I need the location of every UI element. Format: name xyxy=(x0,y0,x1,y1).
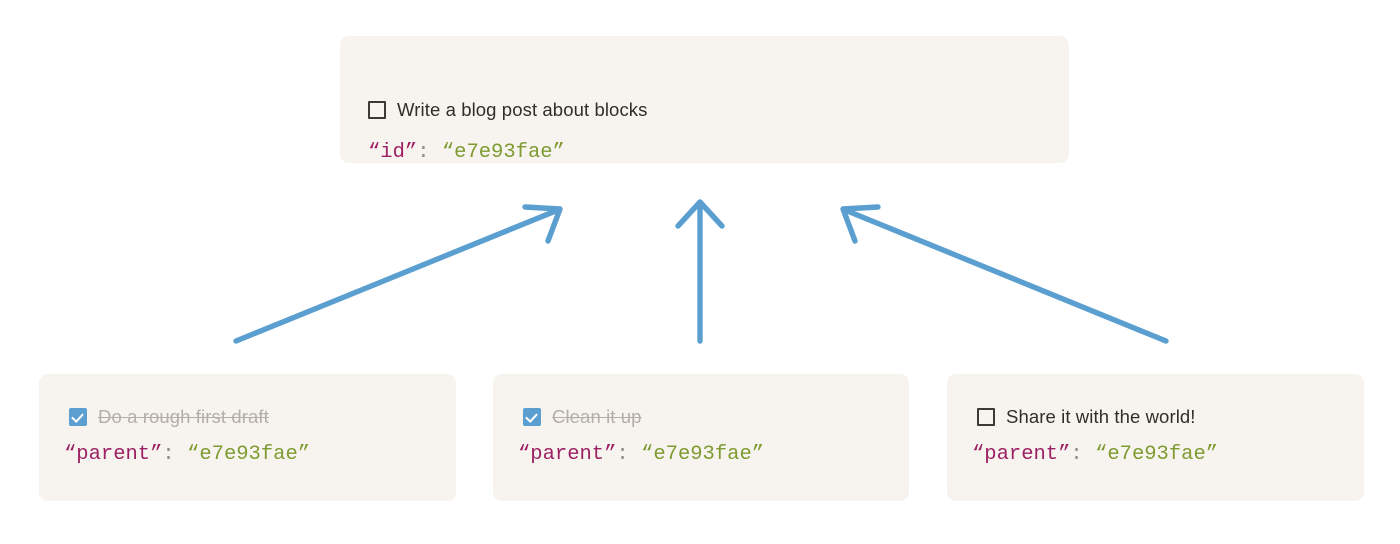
checkbox-unchecked-icon[interactable] xyxy=(977,408,995,426)
child-1-json-pair: “parent”: “e7e93fae” xyxy=(64,443,310,466)
child-2-json-value: “e7e93fae” xyxy=(641,443,765,466)
child-3-task-label: Share it with the world! xyxy=(1006,406,1196,427)
child-2-task-row[interactable]: Clean it up xyxy=(523,406,642,428)
parent-json-pair: “id”: “e7e93fae” xyxy=(368,141,565,164)
child-block-card-3[interactable]: Share it with the world! “parent”: “e7e9… xyxy=(947,374,1364,501)
child-block-card-2[interactable]: Clean it up “parent”: “e7e93fae” xyxy=(493,374,909,501)
child-1-json-key: “parent” xyxy=(64,443,163,466)
child-3-json-value: “e7e93fae” xyxy=(1095,443,1219,466)
child-2-json-key: “parent” xyxy=(518,443,617,466)
arrow-child-2-to-parent xyxy=(675,199,725,344)
parent-json-value: “e7e93fae” xyxy=(441,141,565,164)
child-block-card-1[interactable]: Do a rough first draft “parent”: “e7e93f… xyxy=(39,374,456,501)
arrow-shaft xyxy=(233,207,561,344)
checkbox-checked-icon[interactable] xyxy=(523,408,541,426)
arrow-shaft xyxy=(842,207,1169,344)
arrow-child-3-to-parent xyxy=(840,204,1169,344)
child-3-task-row[interactable]: Share it with the world! xyxy=(977,406,1196,428)
parent-json-colon: : xyxy=(417,141,430,164)
parent-task-row[interactable]: Write a blog post about blocks xyxy=(368,99,648,121)
parent-json-key: “id” xyxy=(368,141,418,164)
child-3-json-key: “parent” xyxy=(972,443,1071,466)
child-2-task-label: Clean it up xyxy=(552,406,642,427)
child-1-task-row[interactable]: Do a rough first draft xyxy=(69,406,269,428)
child-1-task-label: Do a rough first draft xyxy=(98,406,269,427)
checkbox-unchecked-icon[interactable] xyxy=(368,101,386,119)
checkbox-checked-icon[interactable] xyxy=(69,408,87,426)
child-3-json-pair: “parent”: “e7e93fae” xyxy=(972,443,1218,466)
child-2-json-pair: “parent”: “e7e93fae” xyxy=(518,443,764,466)
parent-block-card[interactable]: Write a blog post about blocks “id”: “e7… xyxy=(340,36,1069,164)
parent-task-label: Write a blog post about blocks xyxy=(397,99,648,120)
child-1-json-value: “e7e93fae” xyxy=(187,443,311,466)
arrow-head xyxy=(675,199,725,229)
child-3-json-colon: : xyxy=(1070,443,1083,466)
arrow-head xyxy=(522,204,563,244)
arrow-child-1-to-parent xyxy=(233,204,563,344)
arrow-head xyxy=(840,204,881,244)
child-1-json-colon: : xyxy=(162,443,175,466)
child-2-json-colon: : xyxy=(616,443,629,466)
